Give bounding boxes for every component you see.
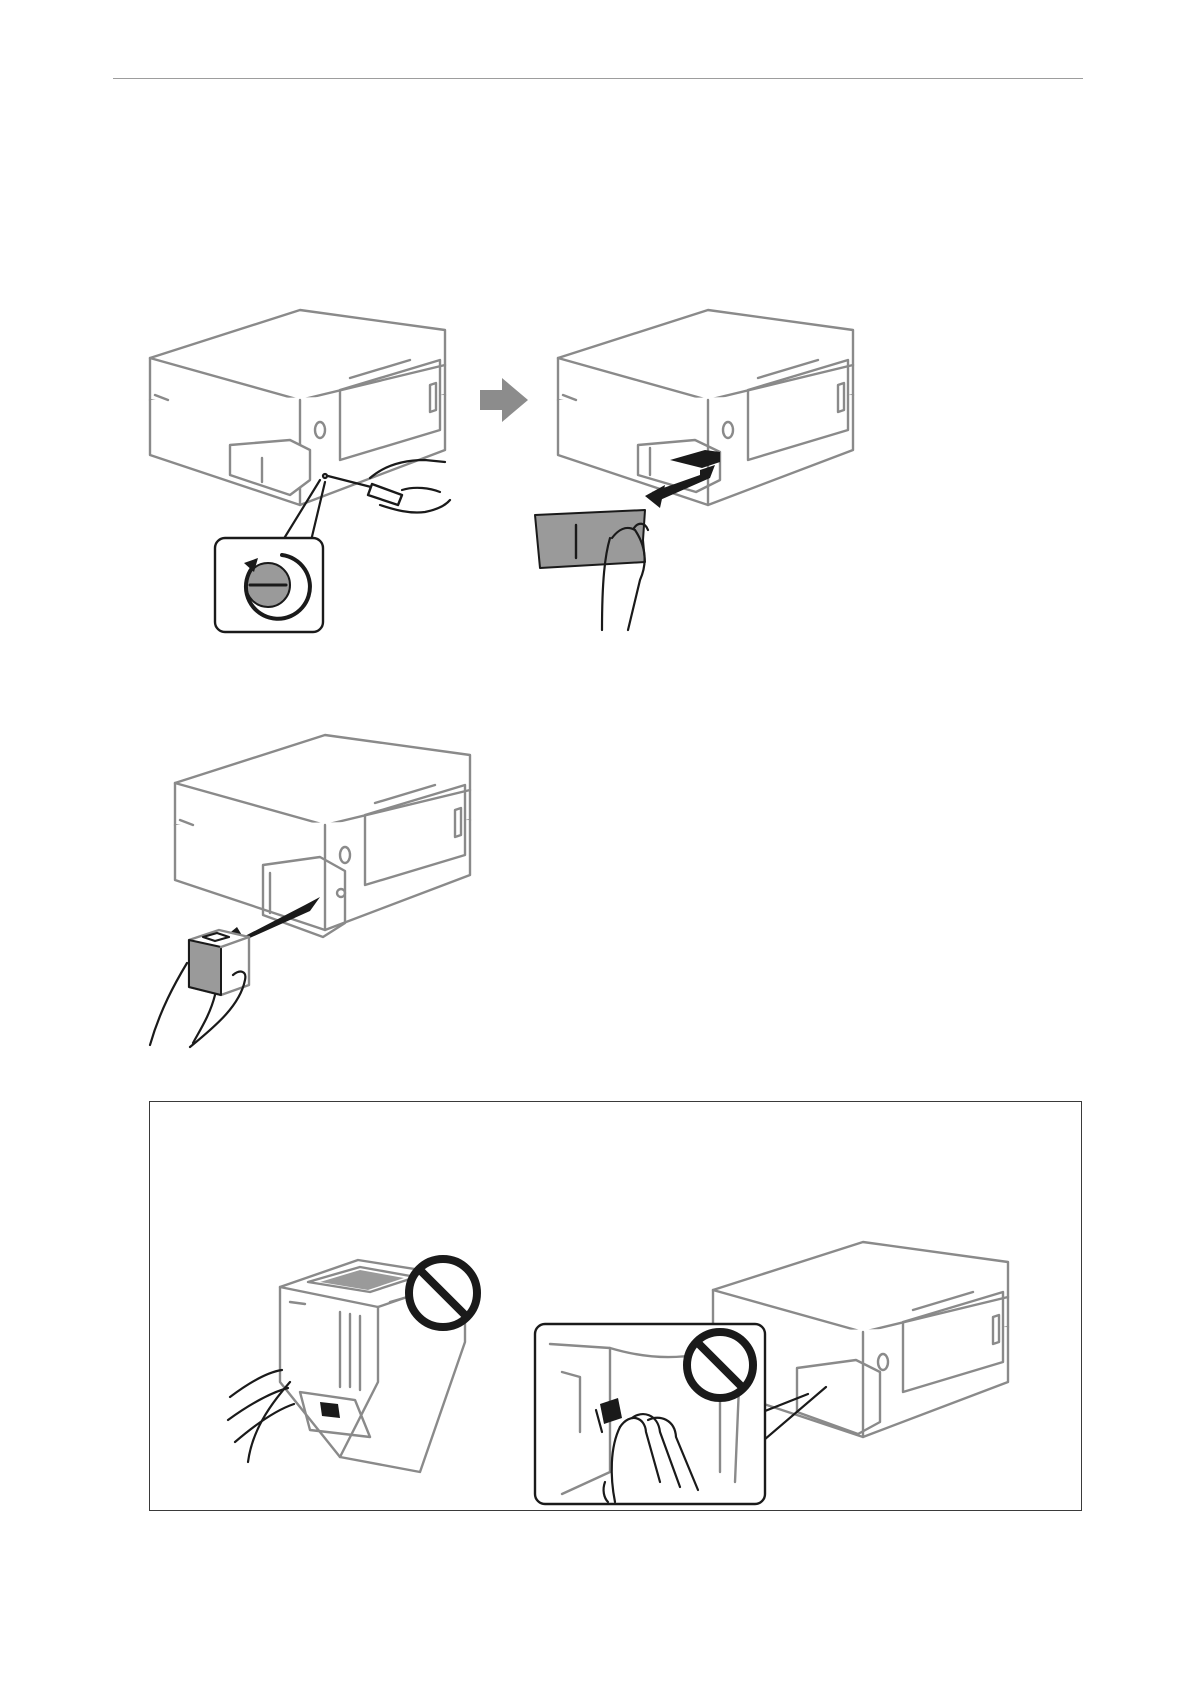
printer-icon [175, 735, 470, 937]
printer-icon [150, 310, 445, 505]
rotate-screw-icon [215, 538, 323, 632]
figure-remove-box [145, 725, 485, 1065]
maintenance-box-icon [189, 930, 249, 995]
header-rule [113, 78, 1083, 79]
prohibited-icon [687, 1332, 753, 1398]
figure-open-cover [140, 300, 880, 640]
prohibited-icon [409, 1259, 477, 1327]
caution-note-box [149, 1101, 1082, 1511]
arrow-right-icon [480, 378, 528, 422]
figure-do-not-touch [190, 1232, 1050, 1507]
